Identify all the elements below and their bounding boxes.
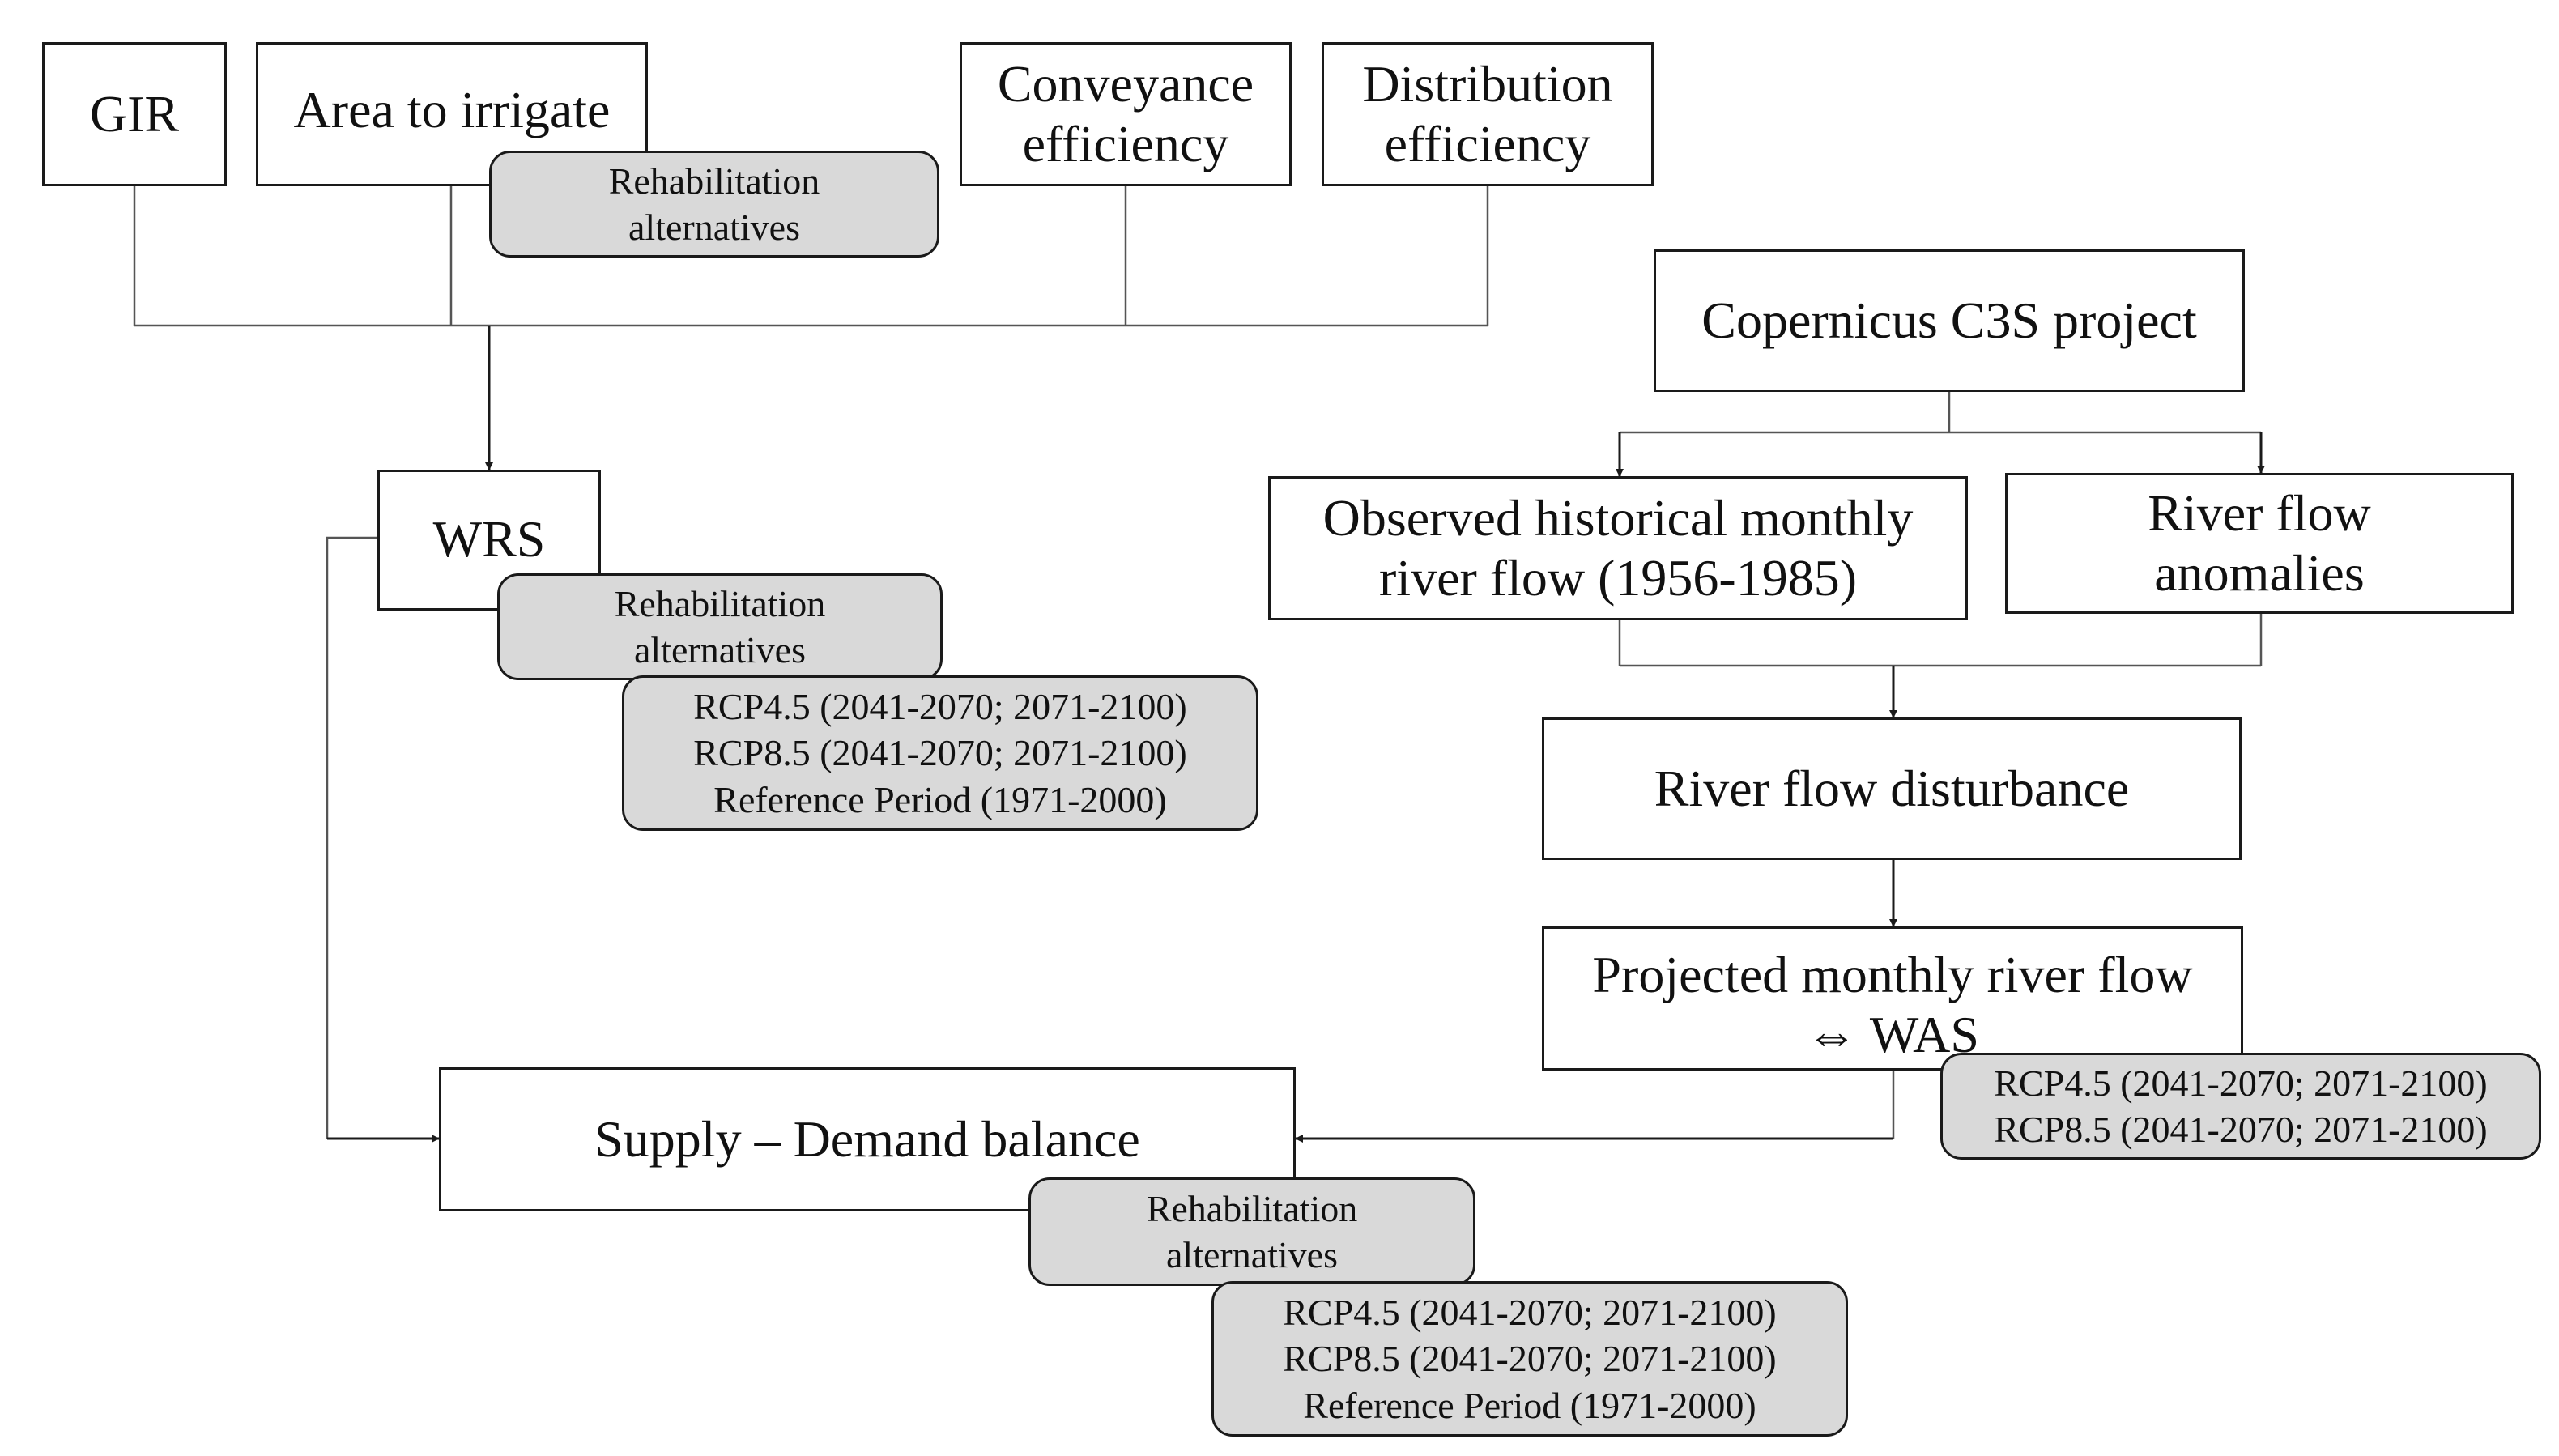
note-rehab-top: Rehabilitation alternatives bbox=[489, 151, 939, 258]
note-scenarios-wrs: RCP4.5 (2041-2070; 2071-2100) RCP8.5 (20… bbox=[622, 675, 1258, 831]
node-observed-line-1: Observed historical monthly bbox=[1322, 489, 1914, 547]
node-projected-river-flow: Projected monthly river flow ⇔ WAS bbox=[1542, 926, 2243, 1071]
note-rehab-balance-line-2: alternatives bbox=[1165, 1234, 1338, 1275]
connector-wrs-left bbox=[326, 536, 377, 1139]
note-scen-wrs-line-3: Reference Period (1971-2000) bbox=[713, 778, 1167, 820]
node-balance-label: Supply – Demand balance bbox=[594, 1110, 1140, 1169]
node-observed-river-flow: Observed historical monthly river flow (… bbox=[1268, 476, 1968, 620]
note-rehab-top-line-1: Rehabilitation bbox=[608, 160, 820, 202]
node-projected-line-2: ⇔ WAS bbox=[1806, 1005, 1979, 1063]
note-rehab-wrs: Rehabilitation alternatives bbox=[497, 573, 943, 680]
note-scen-wrs-line-2: RCP8.5 (2041-2070; 2071-2100) bbox=[693, 732, 1187, 774]
node-wrs-label: WRS bbox=[432, 510, 546, 568]
note-scen-projected-line-1: RCP4.5 (2041-2070; 2071-2100) bbox=[1994, 1062, 2488, 1104]
note-rehab-balance-line-1: Rehabilitation bbox=[1146, 1187, 1358, 1229]
note-scenarios-projected: RCP4.5 (2041-2070; 2071-2100) RCP8.5 (20… bbox=[1940, 1053, 2541, 1160]
note-scen-balance-line-2: RCP8.5 (2041-2070; 2071-2100) bbox=[1283, 1338, 1777, 1380]
node-gir-label: GIR bbox=[89, 85, 180, 143]
node-conveyance-line-2: efficiency bbox=[1022, 115, 1229, 172]
node-river-flow-disturbance: River flow disturbance bbox=[1542, 717, 2242, 860]
node-river-flow-anomalies: River flow anomalies bbox=[2005, 473, 2514, 614]
node-anomalies-line-1: River flow bbox=[2148, 484, 2371, 543]
node-anomalies-line-2: anomalies bbox=[2154, 544, 2365, 602]
node-conveyance-efficiency: Conveyance efficiency bbox=[960, 42, 1292, 186]
note-scen-wrs-line-1: RCP4.5 (2041-2070; 2071-2100) bbox=[693, 685, 1187, 727]
node-area-label: Area to irrigate bbox=[293, 81, 611, 138]
node-distribution-line-2: efficiency bbox=[1384, 115, 1591, 172]
note-rehab-wrs-line-1: Rehabilitation bbox=[614, 582, 826, 624]
note-scen-balance-line-3: Reference Period (1971-2000) bbox=[1303, 1384, 1756, 1426]
note-scen-balance-line-1: RCP4.5 (2041-2070; 2071-2100) bbox=[1283, 1291, 1777, 1333]
node-distribution-line-1: Distribution bbox=[1362, 55, 1613, 113]
note-rehab-top-line-2: alternatives bbox=[628, 206, 800, 248]
node-distribution-efficiency: Distribution efficiency bbox=[1322, 42, 1654, 186]
node-conveyance-line-1: Conveyance bbox=[997, 55, 1254, 113]
node-observed-line-2: river flow (1956-1985) bbox=[1378, 549, 1858, 607]
note-scen-projected-line-2: RCP8.5 (2041-2070; 2071-2100) bbox=[1994, 1109, 2488, 1150]
node-projected-line-1: Projected monthly river flow bbox=[1592, 946, 2193, 1003]
node-copernicus-c3s: Copernicus C3S project bbox=[1654, 249, 2245, 392]
node-copernicus-label: Copernicus C3S project bbox=[1701, 292, 2197, 350]
note-rehab-wrs-line-2: alternatives bbox=[633, 629, 806, 671]
node-disturbance-label: River flow disturbance bbox=[1654, 760, 2130, 818]
note-scenarios-balance: RCP4.5 (2041-2070; 2071-2100) RCP8.5 (20… bbox=[1211, 1281, 1848, 1437]
note-rehab-balance: Rehabilitation alternatives bbox=[1028, 1177, 1475, 1286]
node-gir: GIR bbox=[42, 42, 227, 186]
